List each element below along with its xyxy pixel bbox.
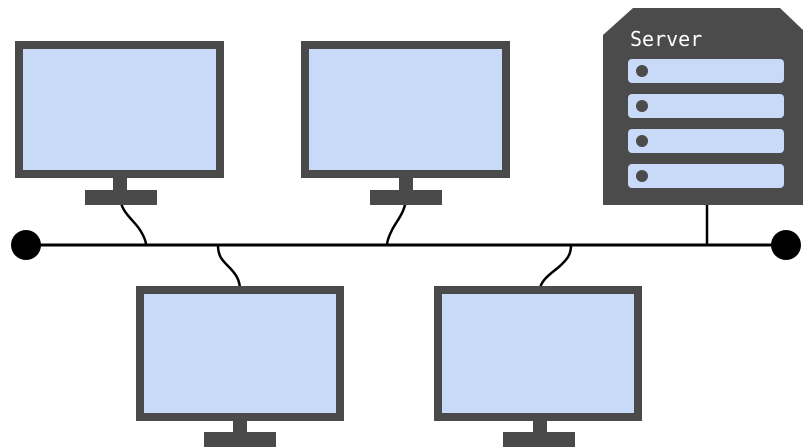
server-led [636,65,648,77]
server-drive-bay [628,164,784,188]
workstation-top-left [15,41,224,205]
server-drive-bay [628,59,784,83]
monitor-screen [434,286,642,421]
monitor-neck [533,419,547,432]
monitor-screen [136,286,344,421]
bus-terminator-right [771,230,801,260]
server-led [636,170,648,182]
workstation-bottom-left [136,286,344,447]
cable-top-left [118,195,148,246]
monitor-neck [399,176,413,190]
bus-terminator-left [11,230,41,260]
cable-bottom-left [216,244,242,291]
cable-top-middle [385,195,408,246]
server-led [636,100,648,112]
cable-bottom-right [538,244,573,291]
monitor-base [370,190,442,205]
server-label: Server [630,27,702,51]
monitor-base [503,432,575,447]
monitor-base [85,190,157,205]
workstation-bottom-right [434,286,642,447]
server-icon: Server [603,8,803,205]
monitor-neck [233,419,247,432]
workstation-top-middle [301,41,510,205]
monitor-screen [15,41,224,178]
server-drive-bay [628,129,784,153]
monitor-base [204,432,276,447]
server-drive-bay [628,94,784,118]
server-led [636,135,648,147]
monitor-neck [113,176,127,190]
monitor-screen [301,41,510,178]
